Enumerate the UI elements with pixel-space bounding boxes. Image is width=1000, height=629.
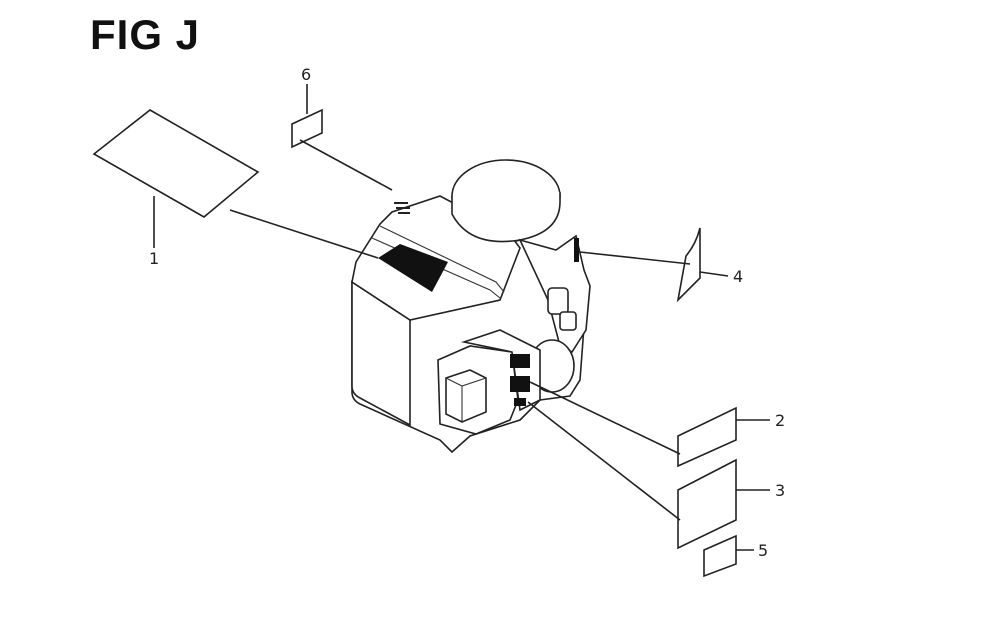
callout-3: 3 — [775, 481, 785, 500]
decal-1: 1 — [92, 109, 379, 268]
engine-illustration — [351, 159, 591, 454]
decal-5: 5 — [703, 534, 768, 578]
decal-6: 6 — [291, 65, 393, 191]
decal-3: 3 — [527, 401, 785, 550]
callout-1: 1 — [149, 249, 159, 268]
engine-decal-marks — [378, 202, 530, 406]
callout-6: 6 — [301, 65, 311, 84]
callout-2: 2 — [775, 411, 785, 430]
callout-5: 5 — [758, 541, 768, 560]
decal-4: 4 — [579, 227, 743, 303]
callout-4: 4 — [733, 267, 743, 286]
decal-2: 2 — [529, 381, 785, 468]
figure-title: FIG J — [90, 11, 201, 58]
